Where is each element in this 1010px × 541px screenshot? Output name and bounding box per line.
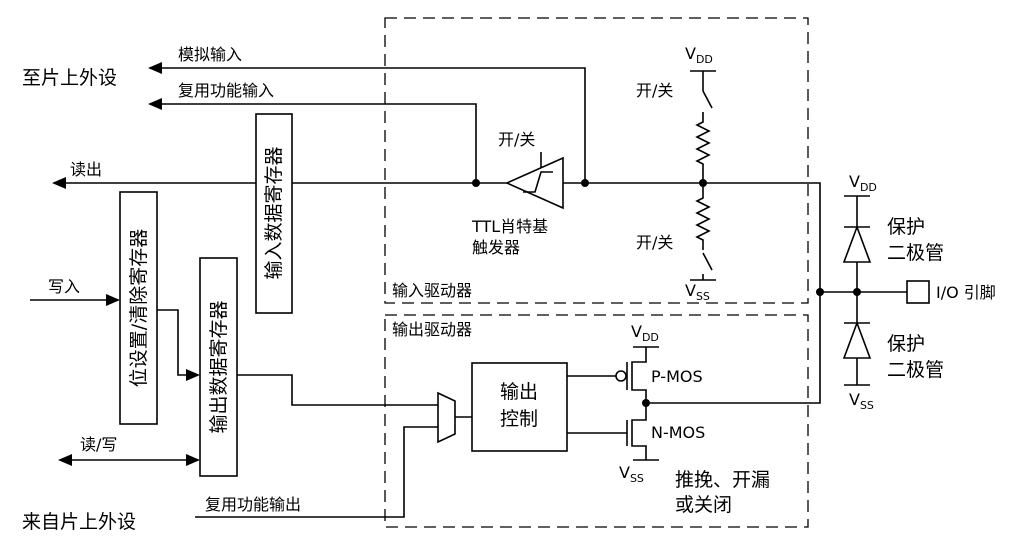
schmitt-label-line1: TTL肖特基 [471,217,548,236]
read-write-label: 读/写 [80,435,117,454]
pulldown-on-off-label: 开/关 [636,233,673,252]
af-input-line [148,98,477,183]
svg-text:输入数据寄存器: 输入数据寄存器 [263,146,285,279]
output-data-register: 输出数据寄存器 [199,257,238,477]
output-control-label-line1: 输出 [500,381,538,403]
read-write-line [58,454,200,466]
output-data-to-mux-line [237,374,438,406]
io-pin-label: I/O 引脚 [936,283,996,302]
nmos-label: N-MOS [651,423,705,442]
pull-resistor-network [690,70,716,281]
output-control-label-line2: 控制 [500,408,538,430]
vss-nmos-label: VSS [619,463,644,485]
output-driver-boundary [384,314,809,528]
af-output-label: 复用功能输出 [205,495,301,514]
output-mode-label-line2: 或关闭 [675,494,732,516]
svg-text:位设置/清除寄存器: 位设置/清除寄存器 [128,229,150,387]
schmitt-label-line2: 触发器 [472,238,520,257]
af-input-label: 复用功能输入 [178,81,274,100]
input-driver-boundary [384,17,809,304]
set-reset-to-output-line [157,309,186,376]
trigger-on-off-label: 开/关 [498,130,535,149]
vss-pulldown-label: VSS [685,281,710,303]
vss-diode-label: VSS [849,390,874,412]
output-control-box [471,362,568,452]
junction-dot [699,179,707,187]
vdd-pmos-label: VDD [631,322,659,344]
input-driver-label: 输入驱动器 [392,281,472,300]
output-driver-label: 输出驱动器 [392,320,472,339]
svg-text:输出数据寄存器: 输出数据寄存器 [208,300,230,433]
output-mode-label-line1: 推挽、开漏 [675,469,770,491]
vdd-diode-label: VDD [849,172,877,194]
pullup-on-off-label: 开/关 [636,81,673,100]
vdd-pullup-label: VDD [685,44,713,66]
analog-input-line [148,62,586,183]
read-out-label: 读出 [70,160,102,179]
bit-set-reset-register: 位设置/清除寄存器 [119,191,158,425]
input-data-register: 输入数据寄存器 [255,113,293,314]
junction-dot [581,179,589,187]
junction-dot [472,179,480,187]
schmitt-trigger [505,152,564,210]
nmos-transistor [567,403,659,461]
protect-bottom-label-line2: 二极管 [887,359,944,381]
protection-diode-top [842,195,872,292]
pmos-label: P-MOS [651,367,703,386]
junction-dot [816,288,824,296]
protection-diode-bottom [842,292,872,386]
analog-input-label: 模拟输入 [178,45,242,64]
set-reset-arrowhead [186,369,200,381]
to-peripheral-label: 至片上外设 [22,67,117,89]
protect-top-label-line2: 二极管 [887,242,944,264]
protect-bottom-label-line1: 保护 [887,333,925,355]
output-mux [437,391,456,444]
read-out-line [52,177,507,189]
from-peripheral-label: 来自片上外设 [22,511,136,533]
io-pin-square [906,280,930,304]
af-output-to-mux-line [195,426,438,518]
write-in-line [30,294,120,306]
pmos-transistor [567,346,659,403]
protect-top-label-line1: 保护 [887,216,925,238]
write-in-label: 写入 [48,277,80,296]
